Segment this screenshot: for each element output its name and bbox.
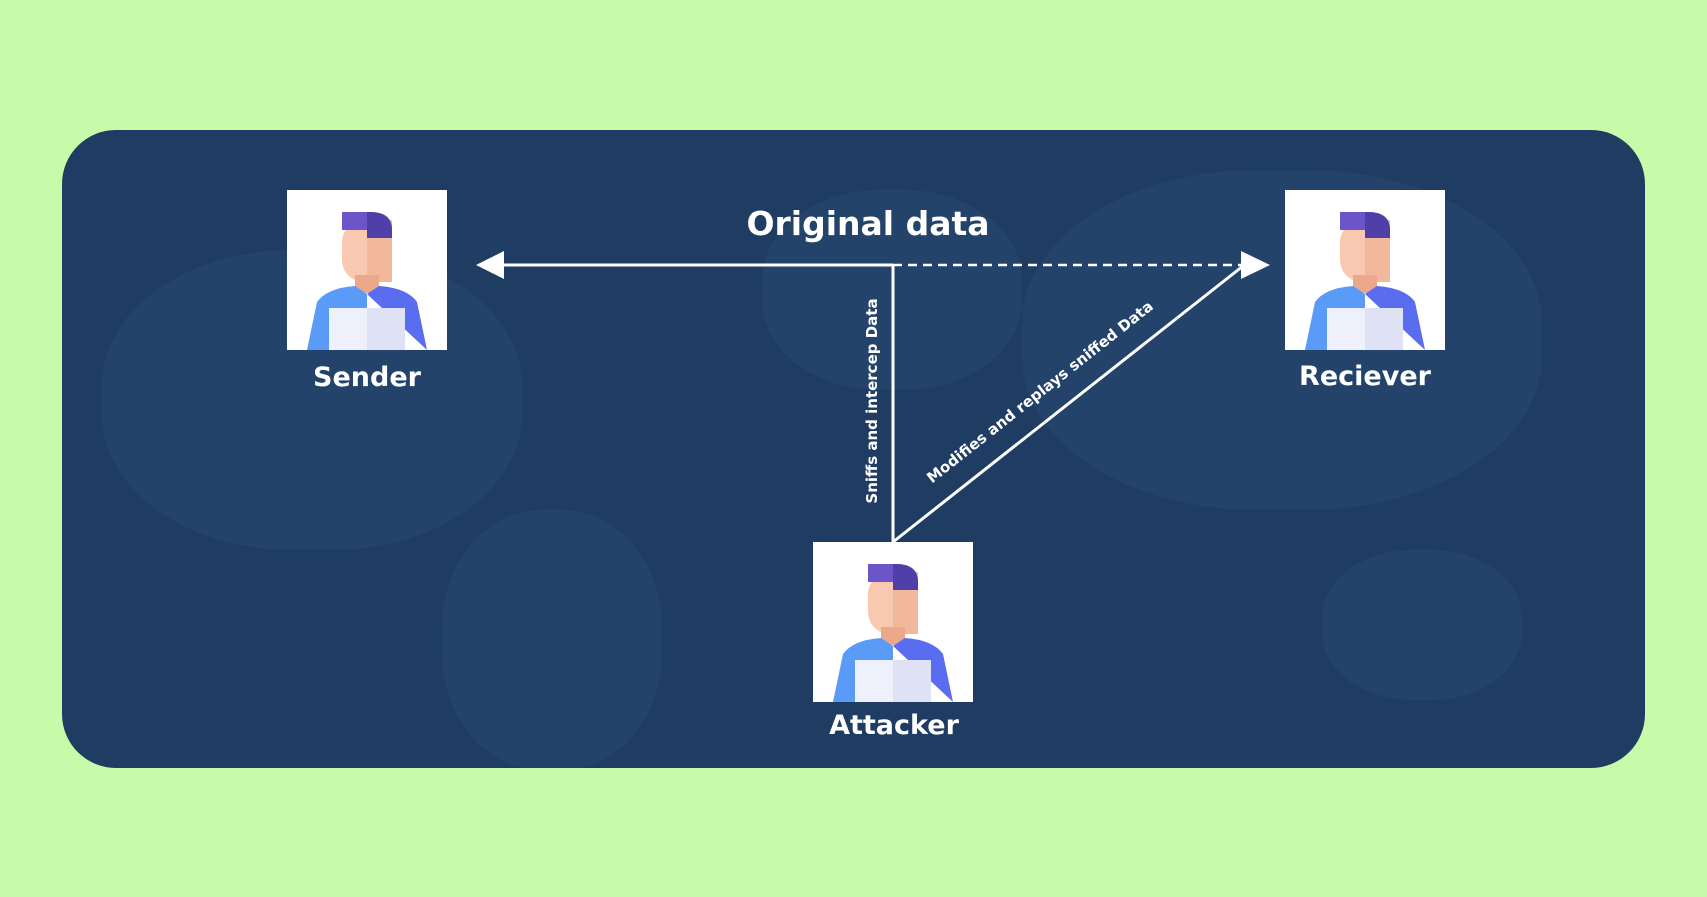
person-laptop-icon [1285, 190, 1445, 354]
person-laptop-icon [813, 542, 973, 706]
diagram-title: Original data [746, 204, 990, 243]
replay-line [892, 264, 1244, 544]
person-laptop-icon [287, 190, 447, 354]
sender-avatar [287, 190, 447, 350]
receiver-label: Reciever [1299, 361, 1431, 392]
arrow-to-sender-icon [476, 251, 504, 279]
sniff-label: Sniffs and intercep Data [863, 298, 881, 504]
arrow-to-receiver-icon [1241, 251, 1270, 279]
world-map-background [442, 510, 662, 768]
receiver-avatar [1285, 190, 1445, 350]
attacker-label: Attacker [829, 710, 959, 741]
world-map-background [1022, 170, 1542, 510]
sender-label: Sender [313, 362, 421, 393]
world-map-background [1322, 550, 1522, 700]
attacker-avatar [813, 542, 973, 702]
